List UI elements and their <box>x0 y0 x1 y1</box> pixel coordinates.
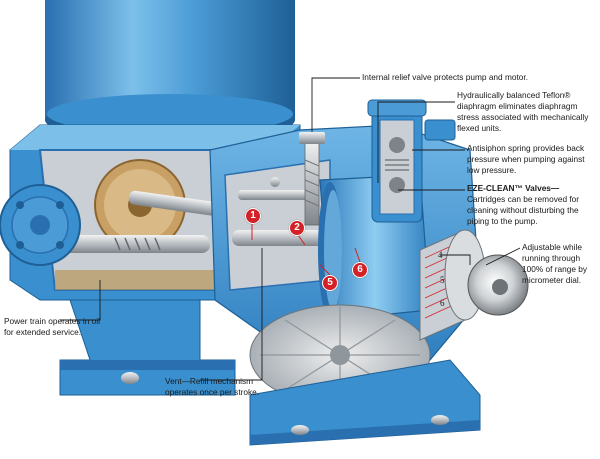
right-base <box>249 359 481 446</box>
callout-ezeclean-body: Cartridges can be removed for cleaning w… <box>467 194 580 226</box>
micrometer-dial <box>419 229 529 341</box>
bearing-cap <box>0 184 81 266</box>
dial-number-5: 5 <box>440 275 445 285</box>
marker-1: 1 <box>245 208 261 224</box>
callout-power-train: Power train operates in oil for extended… <box>4 316 100 337</box>
callout-ezeclean-title: EZE-CLEAN™ Valves— <box>467 183 560 193</box>
marker-connectors <box>251 222 361 276</box>
callout-relief-valve: Internal relief valve protects pump and … <box>362 72 529 82</box>
callout-vent-refill: Vent—Refill mechanism operates once per … <box>165 376 260 397</box>
callout-teflon-diaphragm: Hydraulically balanced Teflon® diaphragm… <box>457 90 589 133</box>
callout-antisiphon-spring: Antisiphon spring provides back pressure… <box>467 143 585 175</box>
dial-number-6: 6 <box>440 298 445 308</box>
marker-5: 5 <box>322 275 338 291</box>
left-base <box>59 299 236 396</box>
motor-tank <box>45 0 295 142</box>
callout-adjustable-dial: Adjustable while running through 100% of… <box>522 242 588 285</box>
valve-cartridges <box>367 99 461 321</box>
leader-lines <box>60 77 521 381</box>
marker-2: 2 <box>289 220 305 236</box>
marker-6: 6 <box>352 262 368 278</box>
dial-number-4: 4 <box>438 250 443 260</box>
